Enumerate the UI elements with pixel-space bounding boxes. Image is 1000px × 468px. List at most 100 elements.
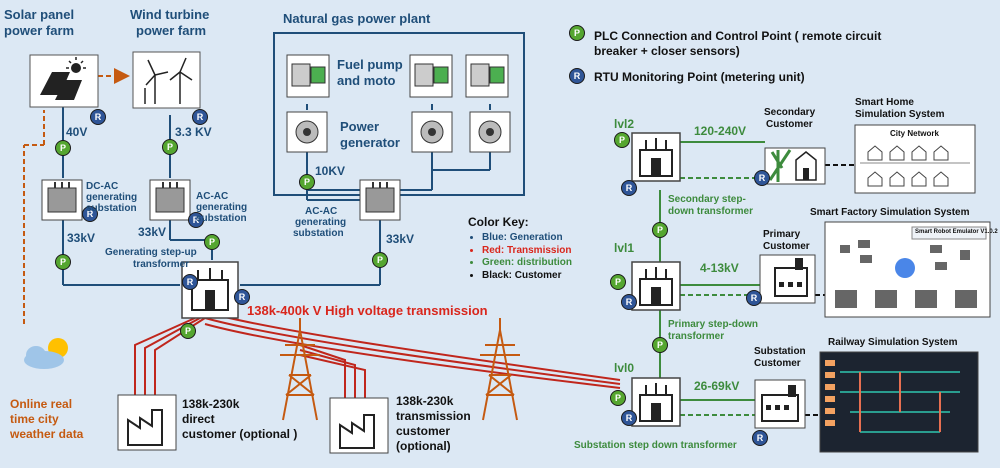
plc-point-icon: P	[569, 25, 585, 41]
solar-title-2: power farm	[4, 23, 75, 38]
wind-voltage: 3.3 KV	[175, 125, 212, 139]
rtu-point-icon: R	[234, 289, 250, 305]
direct-customer-2: direct	[182, 412, 215, 426]
transmission-customer-icon	[329, 397, 389, 454]
substation-stepdown: Substation step down transformer	[574, 440, 737, 451]
plc-point-icon: P	[610, 390, 626, 406]
solar-panel-icon	[29, 54, 99, 108]
weather-label-1: Online real	[10, 397, 73, 411]
lvl1-transformer-icon	[631, 261, 681, 311]
smart-home-title-1: Smart Home	[855, 97, 914, 108]
robot-emulator-label: Smart Robot Emulator V1.0.2	[915, 229, 998, 235]
city-network-label: City Network	[890, 129, 939, 138]
acac1-label-3: substation	[196, 213, 247, 224]
secondary-stepdown-1: Secondary step-	[668, 194, 746, 205]
stepup-label-1: Generating step-up	[105, 247, 197, 258]
weather-icon	[12, 325, 84, 380]
gas-pump-1: Fuel pump	[337, 57, 403, 72]
rtu-point-icon: R	[188, 212, 204, 228]
dcac-label-3: substation	[86, 203, 137, 214]
lvl0-voltage: 26-69kV	[694, 379, 740, 393]
direct-customer-1: 138k-230k	[182, 397, 240, 411]
plc-point-icon: P	[614, 132, 630, 148]
generation-lines	[62, 104, 491, 286]
color-key-item: Black: Customer	[482, 270, 572, 282]
acac-transformer-2-icon	[359, 179, 401, 221]
acac2-label-1: AC-AC	[305, 206, 338, 217]
gas-voltage: 10KV	[315, 164, 346, 178]
power-generator-2-icon	[411, 111, 453, 153]
trans-customer-4: (optional)	[396, 439, 451, 453]
rtu-point-icon: R	[569, 68, 585, 84]
step-up-transformer-icon	[181, 261, 239, 319]
primary-customer-2: Customer	[763, 241, 810, 252]
rtu-point-icon: R	[621, 180, 637, 196]
solar-title-1: Solar panel	[4, 7, 75, 22]
acac-transformer-1-icon	[149, 179, 191, 221]
smart-factory-panel	[824, 221, 991, 318]
direct-customer-icon	[117, 394, 177, 451]
lvl2-transformer-icon	[631, 132, 681, 182]
legend-p-text-1: PLC Connection and Control Point ( remot…	[594, 29, 882, 43]
trans-customer-1: 138k-230k	[396, 394, 454, 408]
power-generator-3-icon	[469, 111, 511, 153]
tower-right	[480, 318, 520, 421]
lvl1-label: lvl1	[614, 241, 635, 255]
plc-point-icon: P	[372, 252, 388, 268]
dcac-label-1: DC-AC	[86, 181, 119, 192]
railway-panel	[819, 351, 979, 453]
dcac-label-2: generating	[86, 192, 138, 203]
acac2-label-2: generating	[295, 217, 347, 228]
direct-customer-3: customer (optional )	[182, 427, 298, 441]
dcac-transformer-icon	[41, 179, 83, 221]
color-key-title: Color Key:	[468, 215, 529, 229]
power-generator-1-icon	[286, 111, 328, 153]
plc-point-icon: P	[55, 140, 71, 156]
plc-point-icon: P	[162, 139, 178, 155]
secondary-stepdown-2: down transformer	[668, 206, 754, 217]
gas-gen-2: generator	[340, 135, 400, 150]
plc-point-icon: P	[180, 323, 196, 339]
stepup-label-2: transformer	[133, 259, 190, 270]
plc-point-icon: P	[204, 234, 220, 250]
color-key-item: Blue: Generation	[482, 232, 572, 244]
smart-home-title-2: Simulation System	[855, 109, 945, 120]
lvl2-label: lvl2	[614, 117, 635, 131]
primary-stepdown-2: transformer	[668, 331, 725, 342]
weather-label-3: weather data	[10, 427, 84, 441]
secondary-customer-1: Secondary	[764, 107, 816, 118]
smart-home-panel	[854, 124, 976, 194]
railway-title: Railway Simulation System	[828, 337, 958, 348]
color-key-item: Green: distribution	[482, 257, 572, 269]
trans-customer-3: customer	[396, 424, 451, 438]
wind-title-2: power farm	[136, 23, 207, 38]
transmission-lines	[134, 311, 621, 400]
tower-left	[280, 318, 320, 421]
transmission-label: 138k-400k V High voltage transmission	[247, 303, 488, 318]
rtu-point-icon: R	[90, 109, 106, 125]
acac2-voltage: 33kV	[386, 232, 415, 246]
rtu-point-icon: R	[182, 274, 198, 290]
substation-customer-icon	[754, 379, 806, 429]
gas-title: Natural gas power plant	[283, 11, 431, 26]
color-key-item: Red: Transmission	[482, 245, 572, 257]
wind-title-1: Wind turbine	[130, 7, 210, 22]
substation-customer-1: Substation	[754, 346, 806, 357]
wind-turbine-icon	[132, 51, 201, 109]
secondary-customer-2: Customer	[766, 119, 813, 130]
secondary-customer-icon	[764, 147, 826, 185]
lvl1-voltage: 4-13kV	[700, 261, 739, 275]
rtu-point-icon: R	[82, 206, 98, 222]
gas-gen-1: Power	[340, 119, 380, 134]
fuel-pump-2-icon	[409, 54, 453, 98]
rtu-point-icon: R	[746, 290, 762, 306]
color-key-list: Blue: GenerationRed: TransmissionGreen: …	[468, 232, 572, 283]
plc-point-icon: P	[55, 254, 71, 270]
rtu-point-icon: R	[192, 109, 208, 125]
dcac-voltage: 33kV	[67, 231, 96, 245]
rtu-point-icon: R	[754, 170, 770, 186]
plc-point-icon: P	[652, 222, 668, 238]
smart-factory-title: Smart Factory Simulation System	[810, 207, 970, 218]
gas-pump-2: and moto	[337, 73, 396, 88]
